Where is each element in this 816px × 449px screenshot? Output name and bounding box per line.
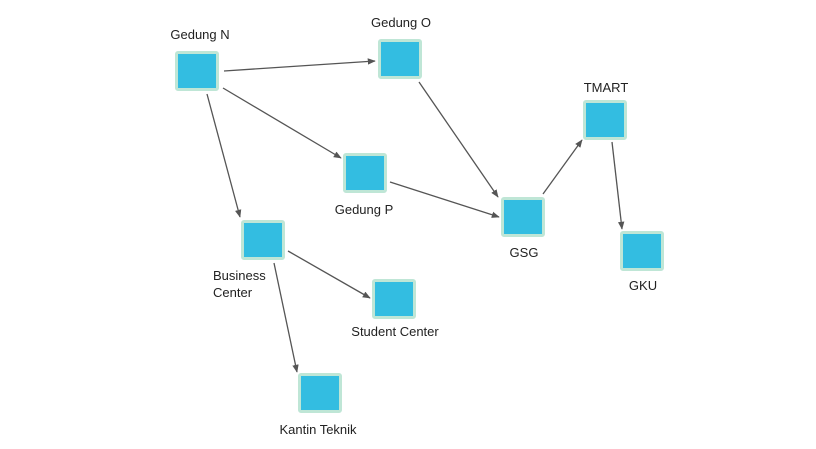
node-gedung-n[interactable]: [175, 51, 219, 91]
label-gedung-n: Gedung N: [170, 27, 230, 42]
edge-gedung-n-to-gedung-p: [222, 87, 342, 159]
label-kantin-teknik: Kantin Teknik: [279, 422, 357, 437]
node-gedung-p[interactable]: [343, 153, 387, 193]
edge-tmart-to-gku: [611, 141, 625, 230]
label-business-center: Business Center: [213, 268, 266, 300]
node-gku[interactable]: [620, 231, 664, 271]
edge-business-center-to-student-center: [287, 250, 371, 299]
node-student-center[interactable]: [372, 279, 416, 319]
node-tmart[interactable]: [583, 100, 627, 140]
edge-business-center-to-kantin-teknik: [273, 262, 299, 373]
node-gsg[interactable]: [501, 197, 545, 237]
node-business-center[interactable]: [241, 220, 285, 260]
node-gedung-o[interactable]: [378, 39, 422, 79]
label-tmart: TMART: [583, 80, 629, 95]
node-kantin-teknik[interactable]: [298, 373, 342, 413]
edge-gedung-p-to-gsg: [389, 181, 500, 218]
label-gedung-p: Gedung P: [334, 202, 394, 217]
edge-gedung-o-to-gsg: [418, 81, 499, 198]
edge-gsg-to-tmart: [542, 139, 583, 195]
edge-gedung-n-to-gedung-o: [223, 58, 376, 72]
label-gku: GKU: [628, 278, 658, 293]
label-gedung-o: Gedung O: [371, 15, 431, 30]
edge-gedung-n-to-business-center: [206, 93, 242, 218]
label-student-center: Student Center: [351, 324, 439, 339]
label-gsg: GSG: [509, 245, 539, 260]
